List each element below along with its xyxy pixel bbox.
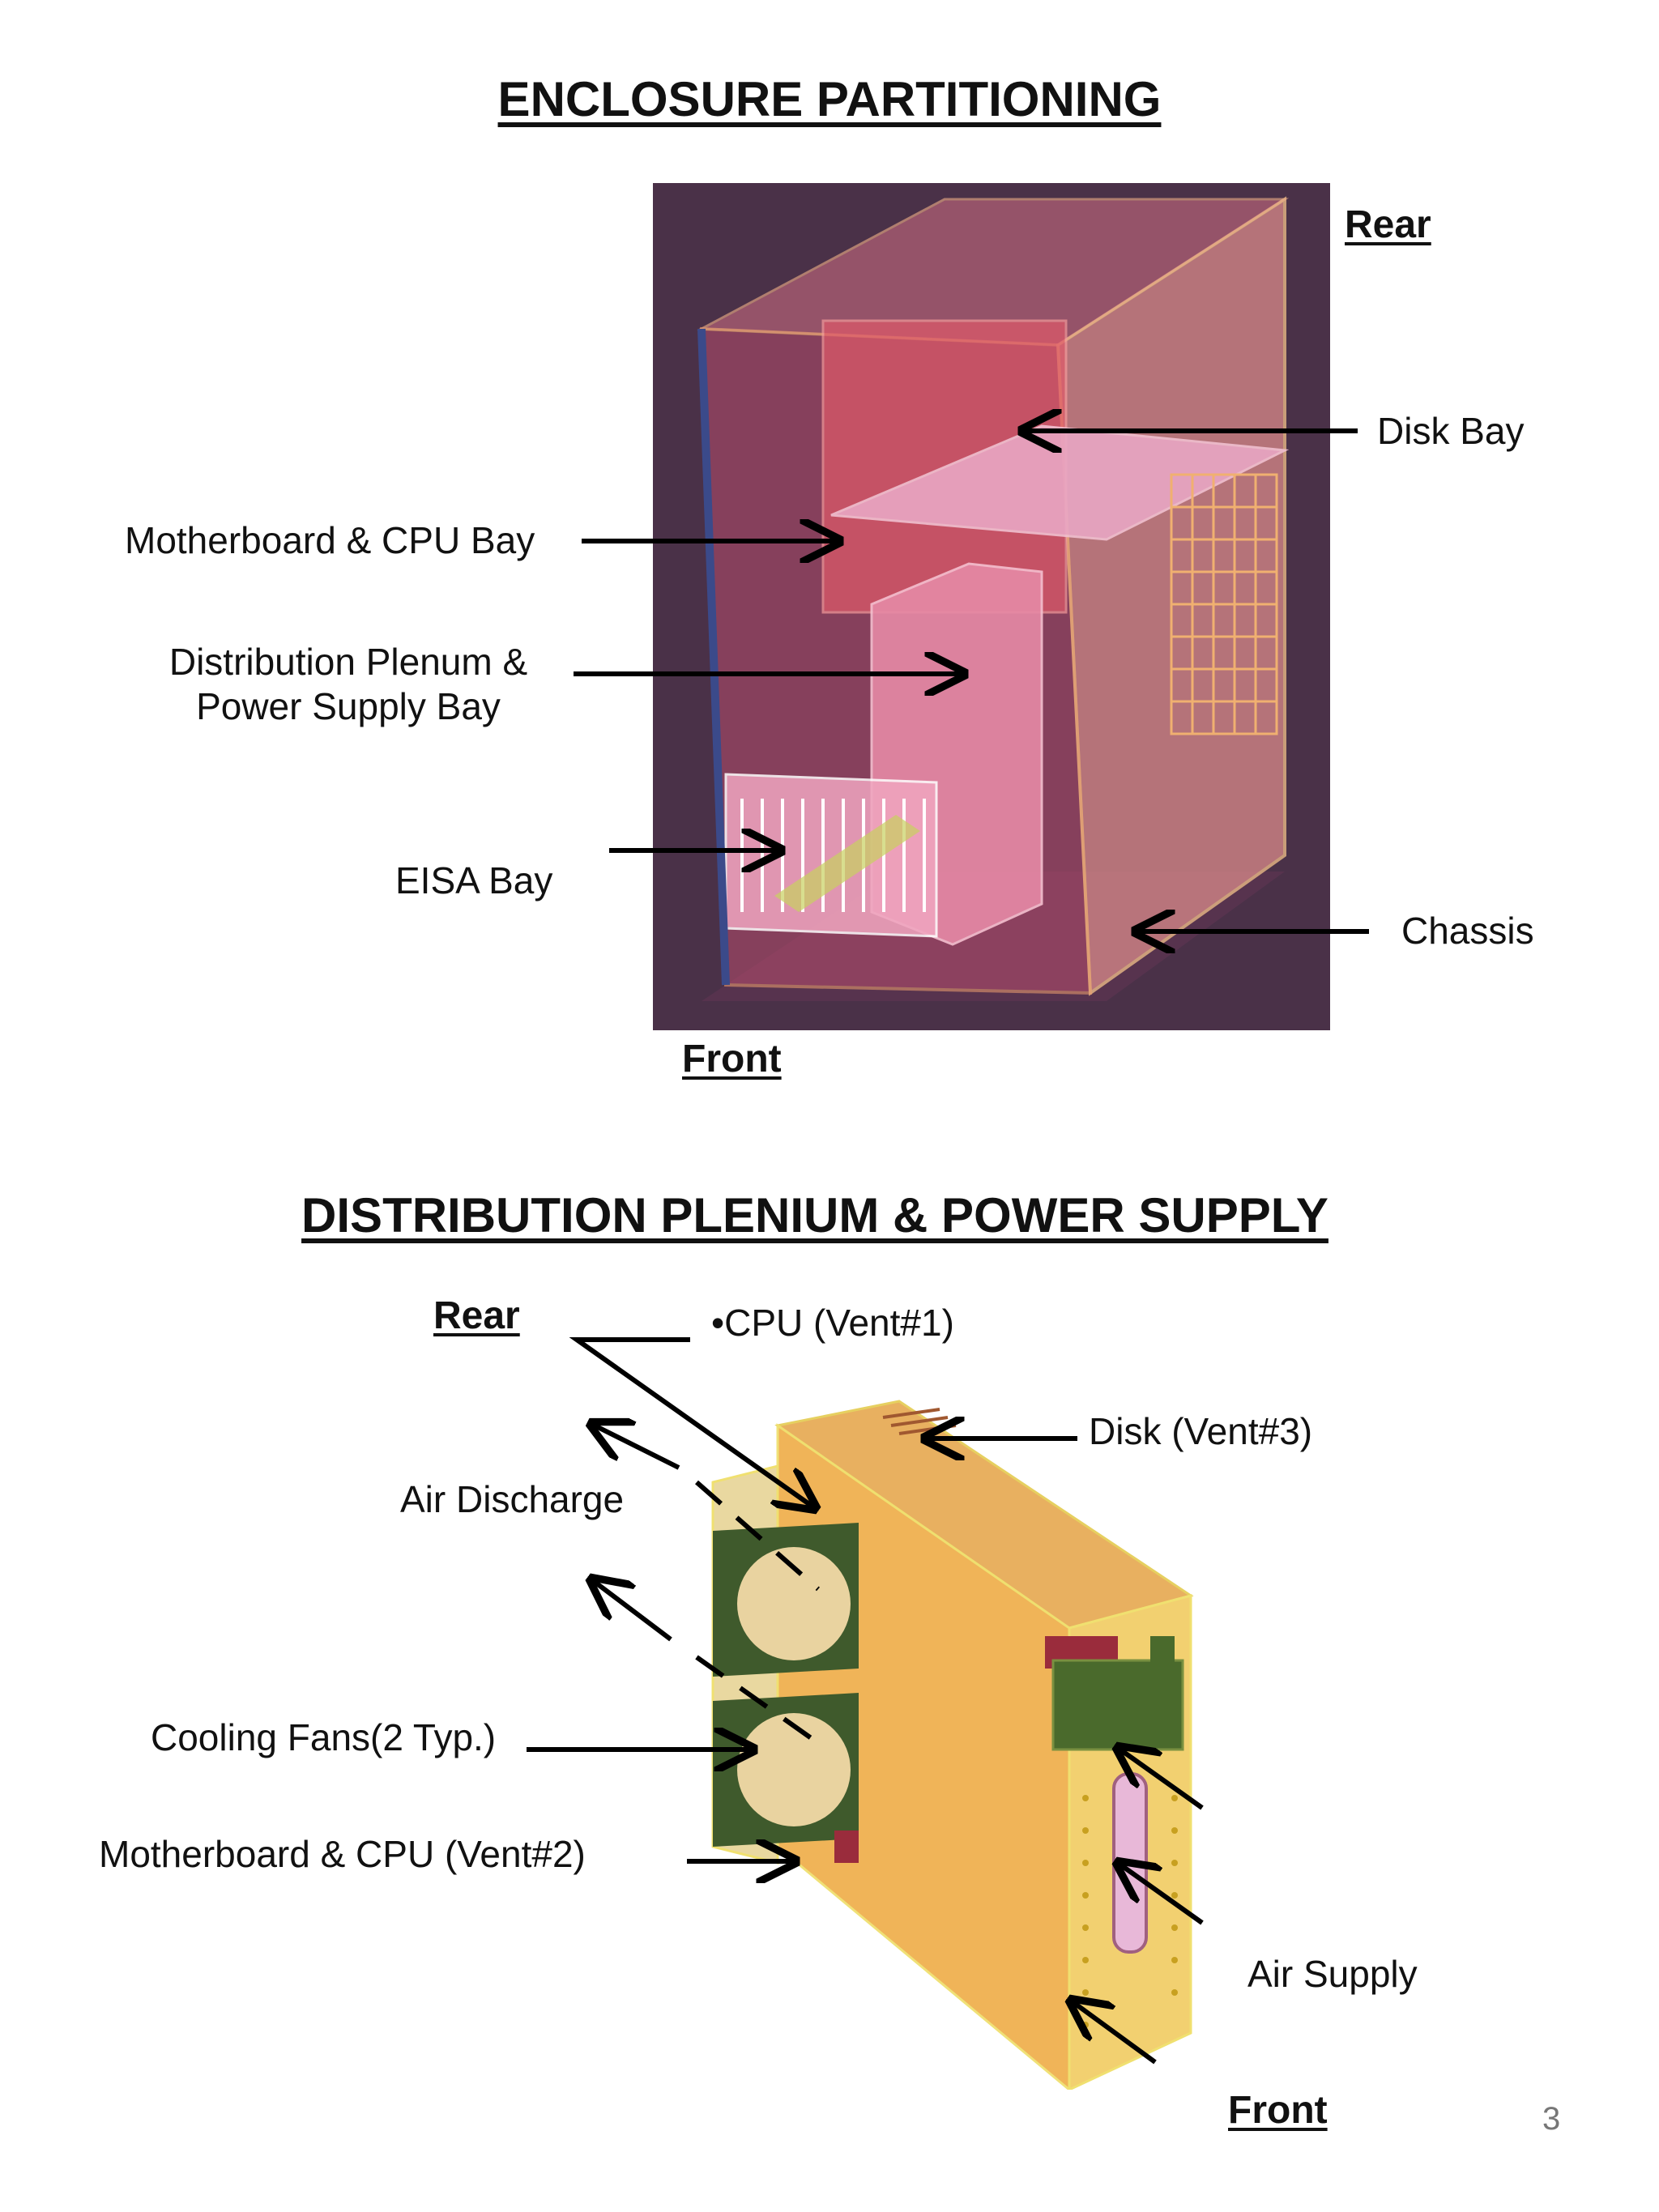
plenum-render (711, 1400, 1194, 2090)
enclosure-photo (653, 183, 1330, 1030)
motherboard-cpu-bay-label: Motherboard & CPU Bay (125, 519, 535, 561)
disk-bay-label: Disk Bay (1377, 410, 1525, 452)
motherboard-vent2-label: Motherboard & CPU (Vent#2) (99, 1833, 586, 1875)
air-supply-label: Air Supply (1247, 1953, 1418, 1995)
air-discharge-arrow-upper (591, 1424, 680, 1470)
air-supply-arrow-2 (1118, 1863, 1204, 1925)
air-discharge-label: Air Discharge (400, 1478, 625, 1520)
chassis-label: Chassis (1401, 910, 1534, 952)
plenum-label: Distribution Plenum & Power Supply Bay (130, 640, 567, 729)
bottom-front-label: Front (1228, 2089, 1328, 2132)
cpu-vent1-arrow (569, 1337, 815, 1508)
eisa-bay-label: EISA Bay (395, 859, 553, 901)
disk-vent3-label: Disk (Vent#3) (1089, 1410, 1313, 1452)
plenum-label-line1: Distribution Plenum & (168, 641, 528, 683)
air-discharge-dash-lower (695, 1655, 820, 1745)
air-discharge-arrow-lower (591, 1579, 672, 1642)
bottom-rear-label: Rear (433, 1294, 520, 1337)
cpu-vent1-label: •CPU (Vent#1) (711, 1302, 954, 1344)
plenum-title: DISTRIBUTION PLENIUM & POWER SUPPLY (301, 1188, 1328, 1242)
top-rear-label: Rear (1345, 203, 1431, 246)
air-supply-arrow-3 (1071, 2001, 1157, 2065)
air-discharge-dash-upper (695, 1480, 820, 1592)
cooling-fans-label: Cooling Fans(2 Typ.) (151, 1716, 497, 1758)
page-number: 3 (1542, 2101, 1561, 2137)
plenum-label-line2: Power Supply Bay (196, 685, 501, 728)
enclosure-title: ENCLOSURE PARTITIONING (497, 72, 1162, 126)
top-front-label: Front (682, 1038, 782, 1080)
air-supply-arrow-1 (1118, 1748, 1204, 1810)
